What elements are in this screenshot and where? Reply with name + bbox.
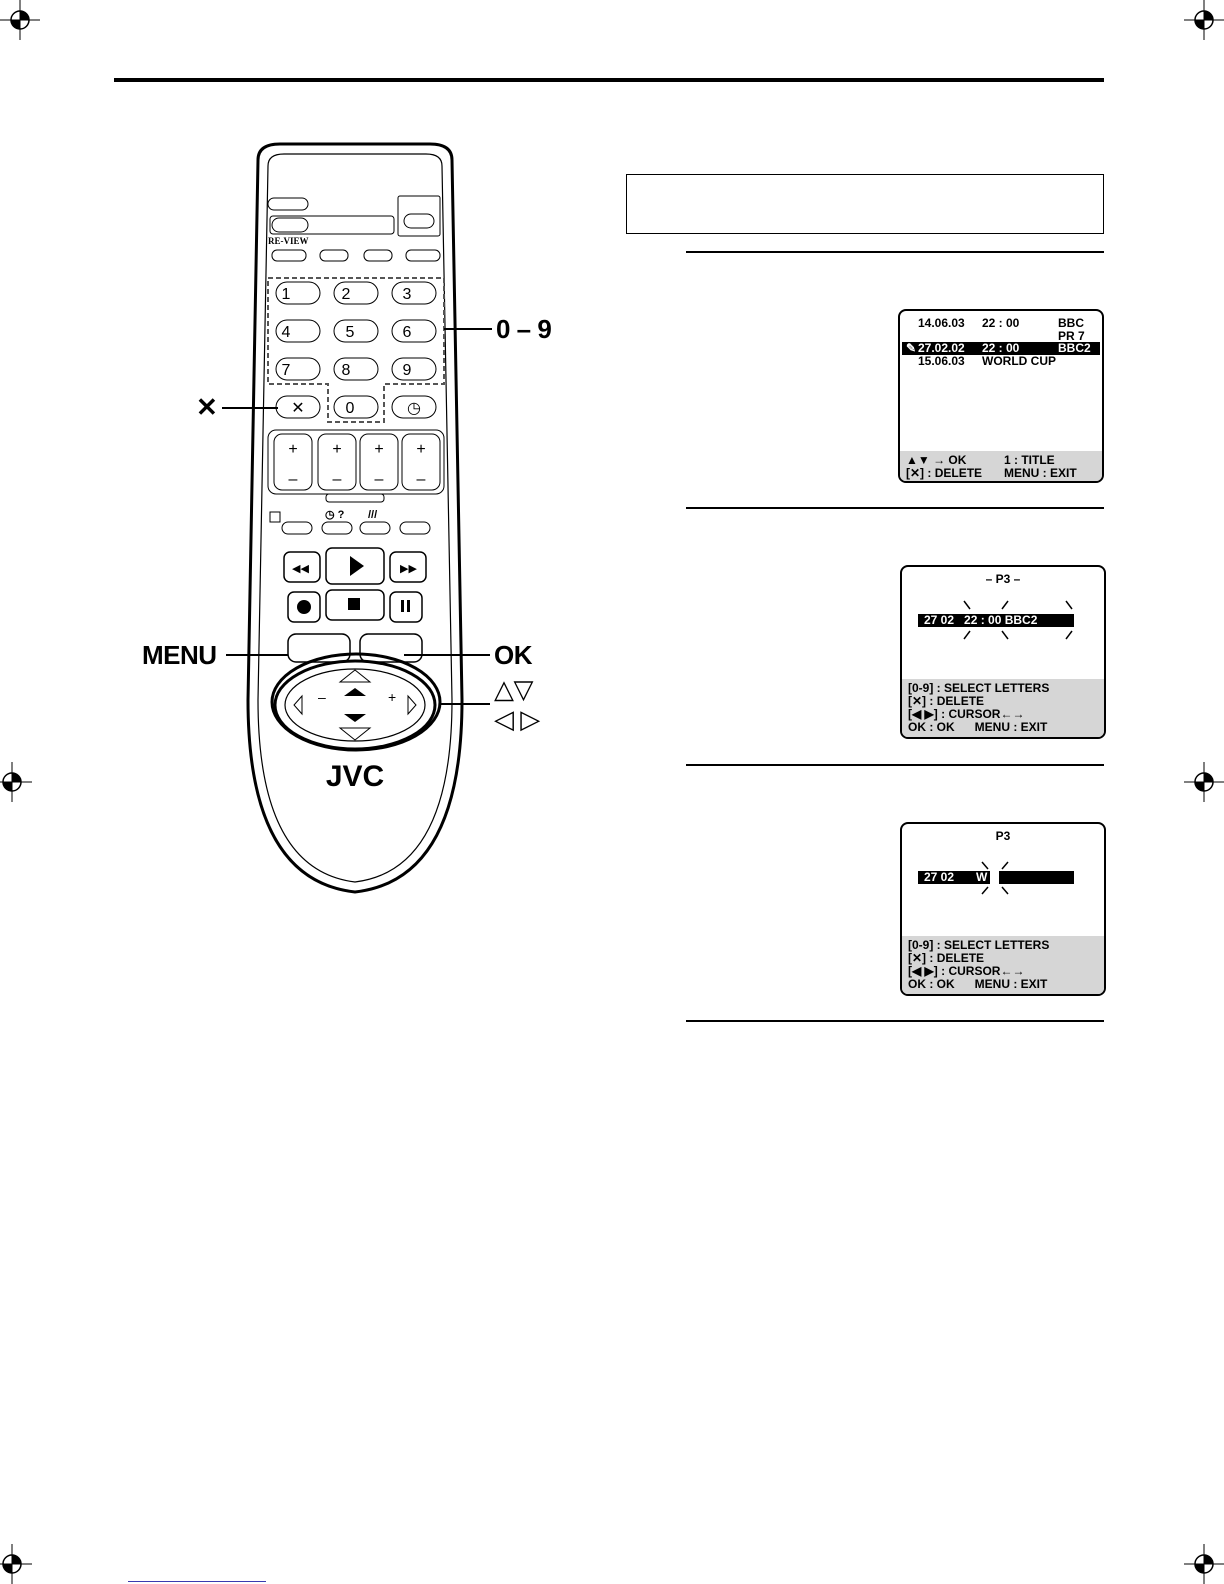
svg-text:8: 8 [342, 362, 351, 379]
header-rule [114, 78, 1104, 82]
step-divider [686, 1020, 1104, 1022]
osd-row-date: 15.06.03 [918, 354, 965, 368]
svg-text:+: + [288, 441, 297, 458]
callout-line [222, 407, 278, 409]
osd-help-line: [◀ ▶] : CURSOR←→ [908, 707, 1025, 721]
callout-digit-keys: 0 – 9 [496, 314, 552, 344]
osd-help-line: MENU : EXIT [1004, 466, 1077, 480]
osd-row-time: 22 : 00 [982, 341, 1020, 355]
step-divider [686, 251, 1104, 253]
osd-help-line: [◀ ▶] : CURSOR←→ [908, 964, 1025, 978]
step-divider [686, 764, 1104, 766]
registration-mark-icon [0, 1544, 32, 1584]
osd-cursor [990, 871, 999, 884]
svg-text:+: + [416, 441, 425, 458]
osd-help-line: OK : OK MENU : EXIT [908, 720, 1048, 734]
osd-help-line: [0-9] : SELECT LETTERS [908, 681, 1050, 695]
osd-help-line: 1 : TITLE [1004, 453, 1055, 467]
callout-line [226, 654, 288, 656]
svg-text:2: 2 [342, 286, 351, 303]
svg-text:///: /// [368, 509, 377, 521]
brand-logo: JVC [326, 760, 384, 793]
svg-text:–: – [417, 471, 426, 488]
registration-mark-icon [0, 0, 40, 40]
svg-text:0: 0 [346, 400, 355, 417]
svg-text:7: 7 [282, 362, 291, 379]
svg-text:◀◀: ◀◀ [292, 563, 309, 575]
svg-text:▶▶: ▶▶ [400, 563, 417, 575]
registration-mark-icon [1184, 1544, 1224, 1584]
osd-help-line: [✕] : DELETE [906, 466, 983, 480]
osd-row-time: 22 : 00 [982, 316, 1020, 330]
dpad-highlight-ring [270, 652, 442, 752]
callout-line [444, 328, 492, 330]
svg-text:–: – [375, 471, 384, 488]
svg-text:◷ ?: ◷ ? [325, 509, 345, 521]
registration-mark-icon [0, 762, 32, 802]
osd-row-title: WORLD CUP [982, 354, 1056, 368]
note-box [626, 174, 1104, 234]
callout-up-down-keys: △▽ [494, 674, 534, 704]
svg-text:6: 6 [403, 324, 412, 341]
callout-line [440, 703, 490, 705]
svg-text:–: – [289, 471, 298, 488]
blink-marks-icon [981, 861, 1009, 895]
osd-screen-title-edit: – P3 – 27 02 22 : 00 BBC2 [0-9] : SELECT… [900, 565, 1106, 739]
svg-text:4: 4 [282, 324, 291, 341]
osd-help-panel: [0-9] : SELECT LETTERS [✕] : DELETE [◀ ▶… [902, 679, 1104, 737]
svg-text:+: + [332, 441, 341, 458]
callout-cancel-key: ✕ [196, 392, 218, 422]
osd-row-date: 14.06.03 [918, 316, 965, 330]
osd-title: – P3 – [985, 572, 1021, 586]
osd-help-panel: [0-9] : SELECT LETTERS [✕] : DELETE [◀ ▶… [902, 936, 1104, 994]
svg-text:+: + [388, 689, 396, 705]
osd-row-date: 27.02.02 [918, 341, 965, 355]
svg-text:5: 5 [346, 324, 355, 341]
svg-text:✕: ✕ [291, 400, 304, 417]
svg-text:1: 1 [282, 286, 291, 303]
step-divider [686, 507, 1104, 509]
osd-screen-program-list: 14.06.03 22 : 00 BBC PR 7 ✎ 27.02.02 22 … [898, 309, 1104, 483]
osd-edit-icon: ✎ [906, 341, 917, 355]
osd-entry-letter: W [976, 870, 988, 884]
osd-help-line: [✕] : DELETE [908, 694, 985, 708]
callout-menu-key: MENU [142, 640, 217, 670]
osd-entry-bar [918, 614, 1074, 627]
osd-title: P3 [995, 829, 1011, 843]
osd-row-channel: BBC2 [1058, 341, 1091, 355]
footer-link-underline [128, 1581, 266, 1582]
remote-control-illustration: RE-VIEW 1 2 3 4 5 6 7 8 9 ✕ 0 ◷ + – + – + –… [246, 142, 464, 894]
osd-help-panel: ▲▼ → OK 1 : TITLE [✕] : DELETE MENU : EX… [900, 451, 1102, 481]
blink-marks-icon [963, 600, 1073, 640]
svg-text:◷: ◷ [407, 400, 421, 417]
callout-left-right-keys: ◁ ▷ [494, 704, 540, 734]
osd-entry-date: 27 02 [924, 870, 955, 884]
osd-row-channel: BBC [1058, 316, 1084, 330]
callout-ok-key: OK [494, 640, 533, 670]
svg-text:9: 9 [403, 362, 412, 379]
callout-line [404, 654, 490, 656]
svg-text:–: – [333, 471, 342, 488]
osd-help-line: ▲▼ → OK [906, 453, 967, 467]
registration-mark-icon [1184, 762, 1224, 802]
svg-text:+: + [374, 441, 383, 458]
osd-help-line: OK : OK MENU : EXIT [908, 977, 1048, 991]
osd-help-line: [✕] : DELETE [908, 951, 985, 965]
osd-screen-title-entry: P3 27 02 W [0-9] : SELECT LETTERS [✕] : … [900, 822, 1106, 996]
registration-mark-icon [1184, 0, 1224, 40]
svg-text:3: 3 [403, 286, 412, 303]
osd-selection-bar [902, 342, 1100, 355]
review-label: RE-VIEW [268, 236, 309, 246]
osd-entry-text: 27 02 22 : 00 BBC2 [924, 613, 1038, 627]
osd-help-line: [0-9] : SELECT LETTERS [908, 938, 1050, 952]
svg-text:–: – [318, 689, 326, 705]
osd-row-channel: PR 7 [1058, 329, 1085, 343]
